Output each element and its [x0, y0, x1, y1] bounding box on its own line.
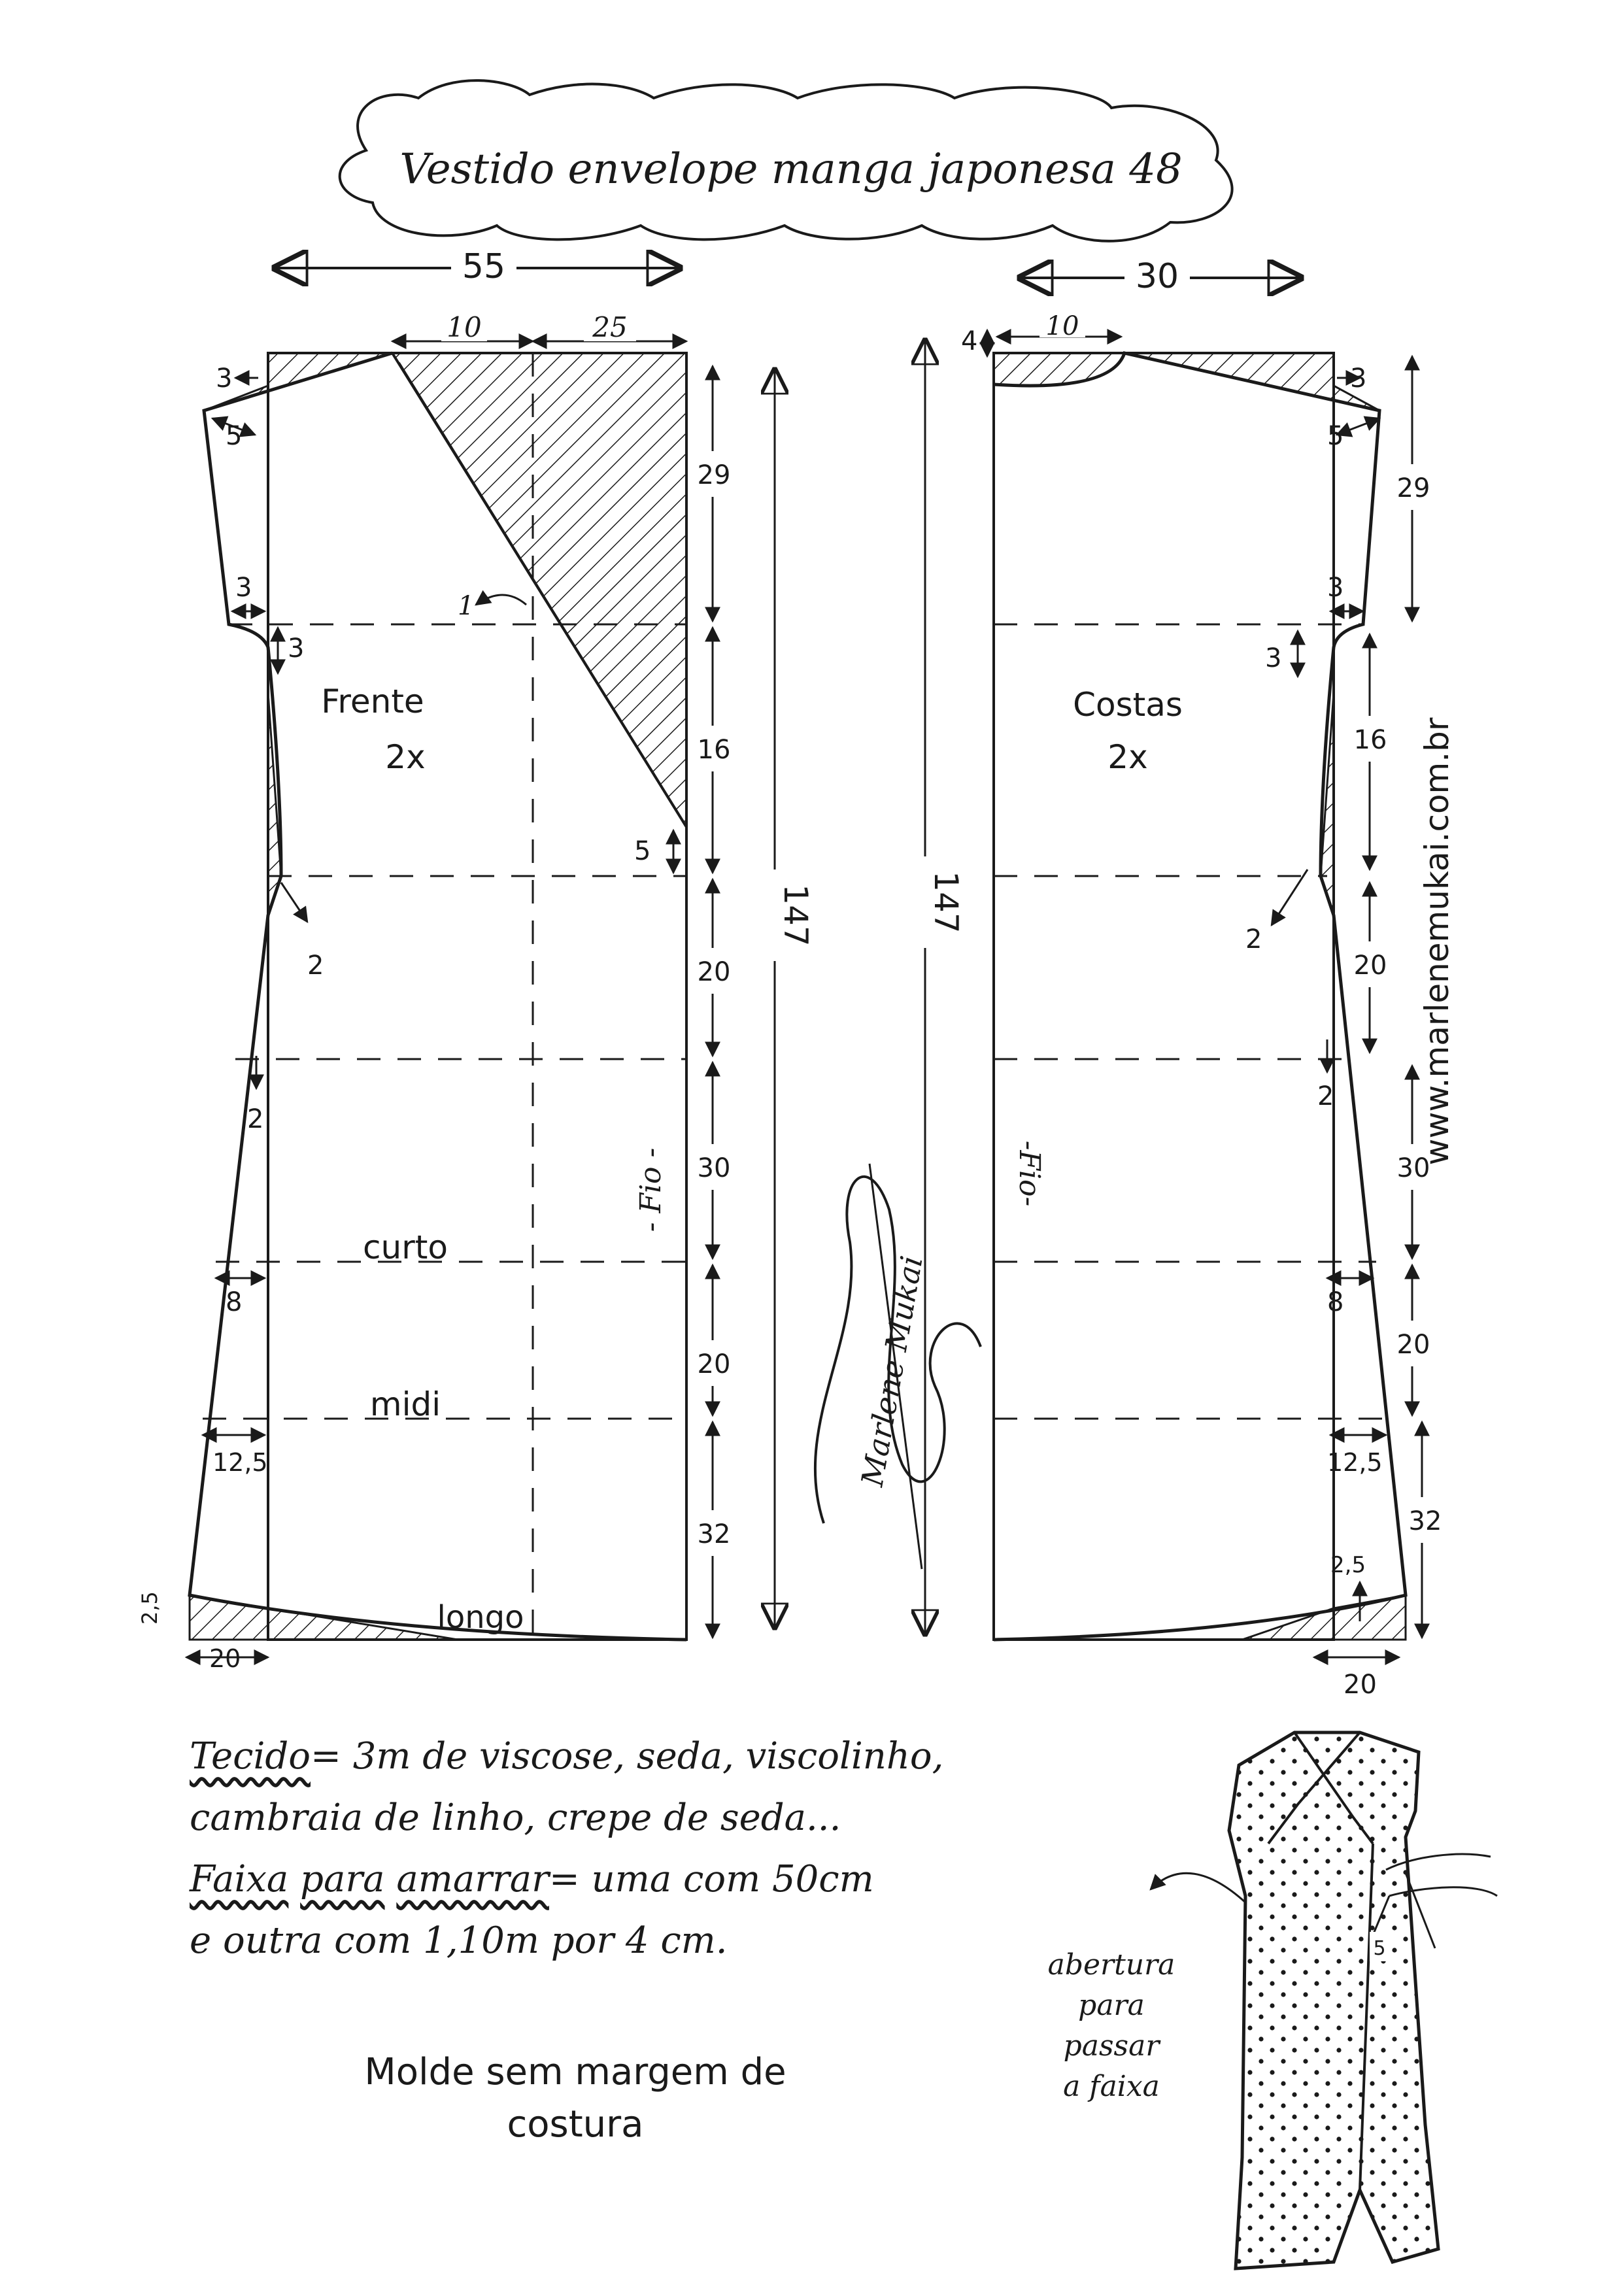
back-flare-short-label: 8 — [1327, 1287, 1343, 1317]
back-waist-in-label: 2 — [1245, 924, 1262, 954]
tie-text-1: = uma com 50cm — [549, 1858, 874, 1900]
front-grain-label: - Fio - — [634, 1148, 667, 1232]
back-armhole-drop-label: 3 — [1265, 643, 1281, 673]
website-url: www.marlenemukai.com.br — [1418, 717, 1456, 1165]
front-wrap-end-label: 5 — [634, 836, 650, 866]
front-piece: 55 10 25 3 5 3 3 1 2 2 5 8 12,5 2,5 20 F… — [137, 245, 815, 1673]
svg-text:32: 32 — [698, 1519, 731, 1549]
fabric-notes: Tecido= 3m de viscose, seda, viscolinho,… — [190, 1726, 1124, 1972]
dress-sketch: 5 — [1149, 1730, 1498, 2271]
back-label: Costas — [1073, 686, 1183, 724]
opening-note: abertura para passar a faixa — [1020, 1945, 1203, 2107]
front-flare-midi-label: 12,5 — [212, 1448, 268, 1477]
back-neck-drop-label: 4 — [961, 326, 977, 356]
svg-text:20: 20 — [1397, 1330, 1430, 1360]
page-title: Vestido envelope manga japonesa 48 — [399, 145, 1182, 194]
title-cloud: Vestido envelope manga japonesa 48 — [338, 79, 1234, 243]
signature: Marlene Mukai — [813, 1163, 982, 1570]
front-level-long: longo — [437, 1599, 524, 1636]
front-hem-rise-label: 2,5 — [137, 1591, 162, 1625]
back-neck-hatch — [992, 352, 1126, 387]
svg-text:30: 30 — [1397, 1153, 1430, 1183]
back-hem-rise-label: 2,5 — [1330, 1552, 1366, 1578]
front-level-lines — [203, 623, 686, 1420]
seam-note-line-2: costura — [507, 2103, 644, 2146]
back-level-lines — [994, 623, 1389, 1420]
front-level-midi: midi — [370, 1385, 441, 1423]
back-sleeve-hem-label: 5 — [1327, 421, 1343, 451]
tie-label-1: Faixa — [190, 1858, 289, 1900]
svg-text:32: 32 — [1409, 1506, 1442, 1536]
svg-text:20: 20 — [698, 1349, 731, 1379]
dress-ties — [1372, 1853, 1498, 1949]
back-grain-label: -Fio- — [1013, 1141, 1046, 1207]
back-length-labels: 29 16 20 30 20 32 — [1354, 464, 1446, 1543]
back-piece: 30 4 10 3 5 3 3 2 2 8 12,5 2,5 20 Costas… — [905, 255, 1446, 1700]
back-outline — [993, 351, 1408, 1642]
back-hip-in-label: 2 — [1317, 1081, 1334, 1111]
back-total-length-label: 147 — [927, 871, 965, 933]
svg-text:30: 30 — [698, 1153, 731, 1183]
front-wrap-line — [397, 362, 688, 828]
back-neck-width-label: 10 — [1046, 311, 1079, 341]
front-neck-label: 10 — [447, 311, 481, 343]
front-hem-curve-label: 20 — [209, 1644, 241, 1673]
front-label: Frente — [321, 683, 424, 720]
svg-text:20: 20 — [1354, 951, 1387, 981]
svg-text:16: 16 — [698, 735, 731, 765]
front-level-short: curto — [363, 1228, 448, 1266]
front-waist-in-label: 2 — [307, 951, 324, 981]
seam-allowance-note: Molde sem margem de costura — [248, 2046, 902, 2151]
opening-line-2: para — [1078, 1989, 1145, 2022]
back-length-chain — [1362, 354, 1430, 1640]
front-fold-mark-label: 1 — [458, 591, 474, 621]
front-armhole-drop-label: 3 — [288, 633, 304, 664]
seam-note-line-1: Molde sem margem de — [364, 2051, 786, 2093]
svg-text:29: 29 — [698, 460, 731, 490]
back-armhole-in-label: 3 — [1327, 573, 1343, 603]
tie-row-1: Faixa para amarrar= uma com 50cm — [190, 1849, 1124, 1910]
title-cloud-outline — [338, 79, 1234, 243]
opening-line-1: abertura — [1047, 1948, 1175, 1982]
front-count: 2x — [385, 738, 425, 776]
back-count: 2x — [1107, 738, 1147, 776]
back-width-label: 30 — [1136, 257, 1179, 296]
svg-text:16: 16 — [1354, 725, 1387, 755]
dress-opening-mark: 5 — [1373, 1937, 1385, 1960]
front-armhole-in-label: 3 — [235, 573, 252, 603]
tie-text-2: e outra com 1,10m por 4 cm. — [190, 1919, 728, 1962]
dress-neckline — [1293, 1731, 1374, 1845]
dress-body — [1227, 1730, 1440, 2271]
back-flare-midi-label: 12,5 — [1327, 1448, 1383, 1477]
tie-label-2: para — [300, 1858, 385, 1900]
opening-line-3: passar — [1063, 2029, 1160, 2063]
fabric-label: Tecido — [190, 1735, 311, 1778]
back-hem-curve-label: 20 — [1343, 1670, 1377, 1700]
front-hip-in-label: 2 — [247, 1104, 263, 1134]
signature-text: Marlene Mukai — [854, 1253, 930, 1490]
svg-text:29: 29 — [1397, 473, 1430, 503]
fabric-text-1: = 3m de viscose, seda, viscolinho, — [310, 1735, 944, 1778]
fabric-text-2: cambraia de linho, crepe de seda... — [190, 1797, 841, 1839]
front-length-labels: 29 16 20 30 20 32 — [698, 451, 731, 1556]
fabric-row-1: Tecido= 3m de viscose, seda, viscolinho, — [190, 1726, 1124, 1787]
svg-text:20: 20 — [698, 957, 731, 987]
front-shoulder-drop-label: 3 — [216, 363, 232, 394]
front-sleeve-hem-label: 5 — [226, 421, 242, 451]
opening-pointer-arrow — [1149, 1872, 1247, 1904]
front-flare-short-label: 8 — [226, 1287, 242, 1317]
front-overlap-label: 25 — [592, 311, 627, 343]
tie-label-3: amarrar — [396, 1858, 549, 1900]
front-total-length-label: 147 — [777, 884, 815, 946]
back-construction-rect — [992, 352, 1335, 1641]
front-width-label: 55 — [462, 247, 505, 286]
opening-line-4: a faixa — [1063, 2070, 1160, 2103]
